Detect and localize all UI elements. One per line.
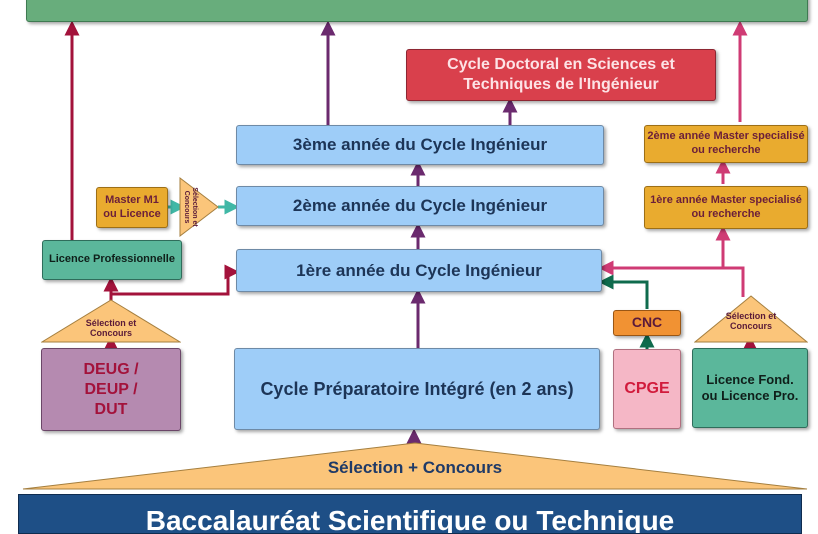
year3-box: 3ème année du Cycle Ingénieur	[236, 125, 604, 165]
bac-label: Baccalauréat Scientifique ou Technique	[145, 505, 675, 534]
master2-box: 2ème année Master specialisé ou recherch…	[644, 125, 808, 163]
year2-label: 2ème année du Cycle Ingénieur	[292, 196, 548, 216]
selection-main-shape	[22, 442, 808, 490]
master-m1-box: Master M1 ou Licence	[96, 187, 168, 228]
licence-pro-box: Licence Professionnelle	[42, 240, 182, 280]
prep-label: Cycle Préparatoire Intégré (en 2 ans)	[260, 378, 574, 399]
year1-box: 1ère année du Cycle Ingénieur	[236, 249, 602, 292]
selection-right-label: Sélection et Concours	[725, 311, 777, 332]
arrow-left-selection-to-year1	[111, 264, 240, 296]
selection-right-triangle: Sélection et Concours	[693, 295, 809, 343]
cnc-label: CNC	[631, 314, 663, 331]
selection-right-shape	[693, 295, 809, 343]
deug-box: DEUG / DEUP / DUT	[41, 348, 181, 431]
prep-box: Cycle Préparatoire Intégré (en 2 ans)	[234, 348, 600, 430]
arrow-cnc-to-year1	[598, 274, 649, 309]
year1-label: 1ère année du Cycle Ingénieur	[296, 260, 542, 280]
top-bar	[26, 0, 808, 22]
doctoral-box: Cycle Doctoral en Sciences et Techniques…	[406, 49, 716, 101]
selection-vertical-triangle: Sélection et Concours	[179, 176, 219, 238]
master-m1-label: Master M1 ou Licence	[103, 193, 161, 220]
selection-vertical-shape	[179, 176, 219, 238]
licence-fond-label: Licence Fond. ou Licence Pro.	[701, 371, 799, 403]
doctoral-label: Cycle Doctoral en Sciences et Techniques…	[447, 56, 675, 93]
arrow-right-selection-to-master1	[715, 225, 745, 297]
selection-vertical-label: Sélection et Concours	[183, 187, 199, 227]
year3-label: 3ème année du Cycle Ingénieur	[292, 135, 548, 155]
selection-main-label: Sélection + Concours	[327, 458, 503, 477]
bac-bar: Baccalauréat Scientifique ou Technique	[18, 494, 802, 534]
year2-box: 2ème année du Cycle Ingénieur	[236, 186, 604, 226]
master2-label: 2ème année Master specialisé ou recherch…	[647, 130, 805, 156]
cnc-box: CNC	[613, 310, 681, 336]
selection-left-shape	[40, 299, 182, 343]
licence-pro-label: Licence Professionnelle	[49, 253, 175, 266]
licence-fond-box: Licence Fond. ou Licence Pro.	[692, 348, 808, 428]
selection-left-label: Sélection et Concours	[85, 318, 137, 339]
selection-left-triangle: Sélection et Concours	[40, 299, 182, 343]
deug-label: DEUG / DEUP / DUT	[83, 360, 139, 418]
master1-box: 1ère année Master specialisé ou recherch…	[644, 186, 808, 229]
selection-main-triangle: Sélection + Concours	[22, 442, 808, 490]
cpge-box: CPGE	[613, 349, 681, 429]
master1-label: 1ère année Master specialisé ou recherch…	[650, 193, 802, 220]
cpge-label: CPGE	[624, 380, 670, 397]
